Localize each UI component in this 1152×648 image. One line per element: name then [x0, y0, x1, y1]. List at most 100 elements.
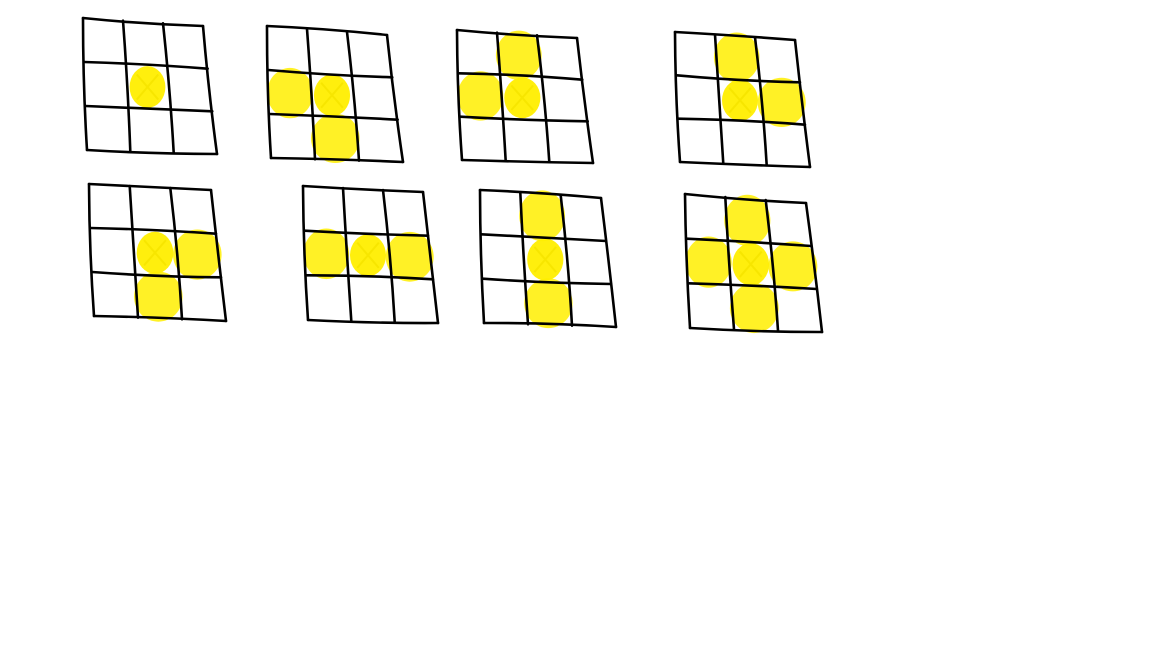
highlight-blob [385, 231, 434, 282]
grid-line-vertical [305, 27, 317, 161]
grid-lines [87, 182, 228, 323]
grid-line-vertical [81, 16, 89, 152]
grid-line-vertical [121, 19, 132, 153]
highlight-blob [768, 241, 818, 292]
grid-line-vertical [201, 24, 219, 156]
grid-line-horizontal [305, 273, 435, 281]
center-mark-scribble [510, 84, 534, 111]
grid-line-vertical [169, 186, 184, 321]
center-mark-scribble [143, 239, 167, 267]
grid-line-vertical [713, 33, 725, 165]
grid-line-horizontal [455, 28, 579, 40]
grid-line-vertical [478, 188, 486, 325]
center-mark-scribble [533, 246, 557, 273]
grid-line-horizontal [459, 115, 589, 123]
highlight-blob [713, 32, 760, 83]
grid-line-horizontal [678, 160, 812, 169]
grid-line-horizontal [85, 148, 219, 156]
grid-line-vertical [673, 30, 682, 164]
grid-line-horizontal [687, 282, 818, 291]
highlights [129, 66, 166, 108]
center-mark-scribble [728, 87, 752, 114]
highlight-blob [757, 77, 806, 127]
highlights [685, 194, 818, 334]
grid-line-vertical [301, 184, 310, 322]
highlights [134, 229, 222, 322]
grid-line-vertical [599, 196, 618, 329]
grid-line-horizontal [303, 229, 430, 237]
grid-line-vertical [128, 184, 140, 319]
grid-lines [683, 192, 824, 334]
grid-line-horizontal [457, 72, 584, 81]
grid-line-vertical [753, 36, 768, 167]
highlight-blob [685, 236, 732, 288]
grid-line-vertical [724, 195, 736, 331]
grid-line-horizontal [269, 156, 405, 164]
grid-line-vertical [495, 31, 507, 163]
grid-line-horizontal [84, 104, 214, 113]
highlight-blob [134, 271, 183, 322]
highlight-blob [519, 190, 565, 242]
grid-line-vertical [385, 33, 405, 164]
grid-line-horizontal [89, 226, 218, 235]
center-mark-scribble [356, 241, 380, 269]
grid-lines [265, 24, 405, 164]
grid-line-vertical [87, 182, 96, 318]
highlight-blob [729, 283, 779, 334]
grid-6 [301, 184, 440, 325]
grid-5 [87, 182, 228, 323]
grid-8 [683, 192, 824, 334]
grid-line-vertical [793, 38, 812, 169]
grid-lines [673, 30, 812, 169]
grid-line-vertical [161, 22, 175, 154]
highlights [303, 228, 434, 282]
grid-7 [478, 188, 618, 329]
center-mark-scribble [136, 73, 159, 101]
grid-4 [673, 30, 812, 169]
grid-line-horizontal [91, 270, 223, 279]
grid-line-horizontal [688, 326, 824, 334]
grid-line-horizontal [478, 188, 603, 200]
highlight-blob [495, 30, 542, 80]
grids-layer [81, 16, 824, 334]
grid-line-horizontal [675, 74, 802, 84]
highlights [267, 67, 360, 163]
grid-3 [455, 28, 595, 165]
grid-line-horizontal [87, 182, 213, 192]
grid-line-horizontal [92, 314, 228, 323]
grid-line-horizontal [81, 16, 205, 28]
grid-line-horizontal [683, 192, 808, 205]
grid-lines [81, 16, 219, 156]
grid-line-vertical [265, 24, 273, 160]
highlights [519, 190, 573, 329]
highlights [713, 32, 806, 127]
grid-2 [265, 24, 405, 164]
grid-line-vertical [764, 198, 780, 332]
grid-line-horizontal [267, 68, 394, 79]
highlight-blob [173, 229, 222, 280]
grid-1 [81, 16, 219, 156]
grid-line-horizontal [83, 60, 209, 70]
highlights [457, 30, 542, 121]
highlight-blob [524, 278, 573, 329]
grid-line-horizontal [268, 112, 399, 121]
grid-line-horizontal [460, 158, 595, 165]
grid-line-horizontal [301, 184, 425, 194]
grid-line-vertical [575, 36, 595, 165]
grid-line-horizontal [685, 237, 813, 248]
grid-line-horizontal [677, 117, 807, 126]
grid-line-vertical [683, 192, 692, 330]
grid-line-vertical [341, 186, 353, 323]
highlight-blob [267, 67, 313, 119]
grid-line-vertical [804, 201, 824, 334]
grid-line-horizontal [265, 24, 389, 37]
grid-line-horizontal [482, 321, 618, 329]
highlight-blob [311, 113, 360, 163]
highlight-blob [724, 194, 771, 246]
center-mark-scribble [320, 82, 344, 109]
grid-line-vertical [535, 34, 551, 164]
grid-line-vertical [519, 191, 530, 326]
highlight-blob [457, 71, 504, 121]
grid-line-vertical [455, 28, 464, 162]
